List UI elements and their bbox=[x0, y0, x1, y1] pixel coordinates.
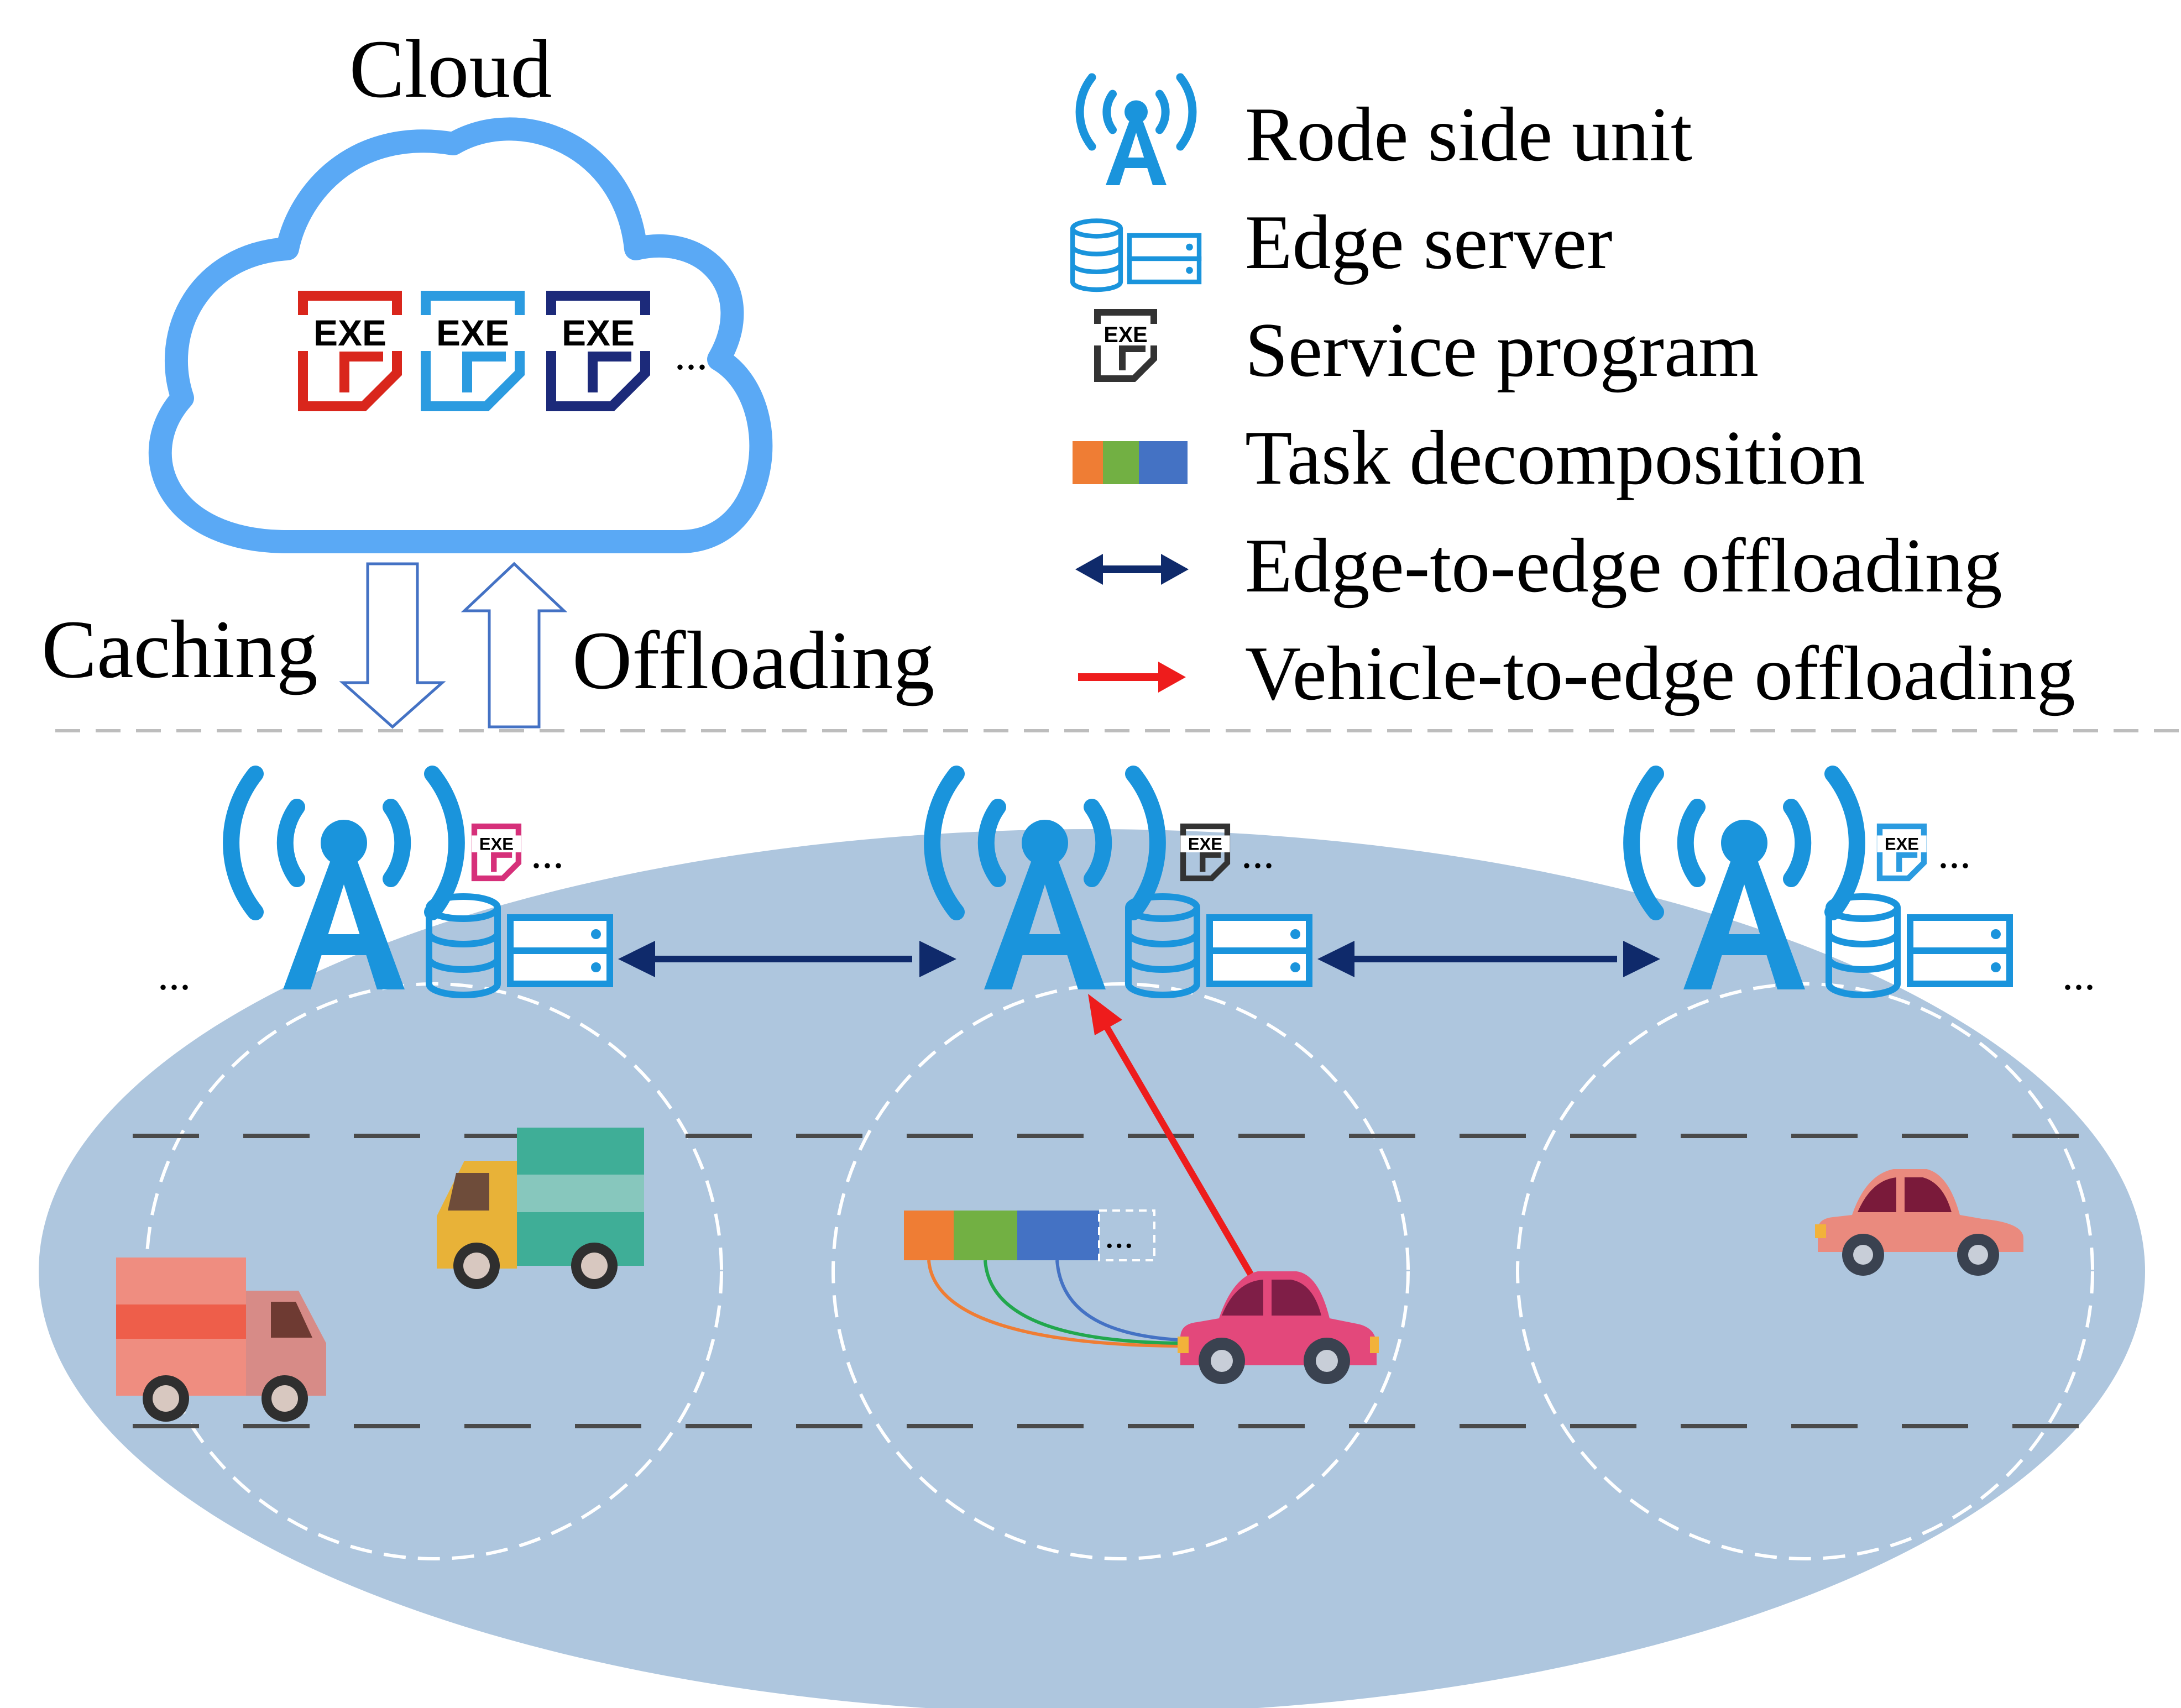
task-decomposition-icon bbox=[1073, 441, 1188, 484]
car-pink bbox=[1178, 1271, 1379, 1384]
edge-to-edge-arrow-right bbox=[1317, 941, 1660, 977]
service-program-icon: EXE bbox=[471, 823, 522, 882]
legend-label: Task decomposition bbox=[1245, 415, 1865, 501]
exe-label: EXE bbox=[1188, 834, 1222, 853]
caching-arrow bbox=[339, 562, 446, 729]
edge-to-edge-arrow-left bbox=[618, 941, 956, 977]
double-arrow-icon bbox=[1075, 554, 1189, 585]
exe-label: EXE bbox=[479, 834, 514, 853]
service-program-icon: EXE bbox=[1094, 308, 1158, 383]
legend: Rode side unit Edge server EXE Service p… bbox=[1073, 77, 2075, 716]
exe-label: EXE bbox=[313, 312, 386, 353]
legend-label: Vehicle-to-edge offloading bbox=[1245, 631, 2075, 716]
caching-label: Caching bbox=[41, 604, 318, 695]
truck-pink bbox=[116, 1258, 326, 1422]
rsu-tower-icon bbox=[1080, 77, 1193, 185]
cloud-group: Cloud EXE EXE EXE ... bbox=[148, 23, 773, 553]
coverage-circle-middle bbox=[831, 982, 1410, 1560]
service-program-icon: EXE bbox=[1180, 823, 1231, 882]
legend-label: Edge server bbox=[1245, 200, 1613, 285]
cloud-label: Cloud bbox=[349, 23, 552, 115]
program-ellipsis: ... bbox=[1938, 829, 1971, 878]
task-decomposition: ... bbox=[904, 1209, 1189, 1348]
offloading-label: Offloading bbox=[572, 615, 934, 706]
program-ellipsis: ... bbox=[1241, 829, 1274, 878]
row-ellipsis-left: ... bbox=[158, 951, 191, 999]
legend-service-program-item: EXE Service program bbox=[1094, 307, 1759, 393]
task-ellipsis: ... bbox=[1105, 1214, 1134, 1256]
exe-label: EXE bbox=[562, 312, 635, 353]
truck-yellow-green bbox=[437, 1128, 644, 1289]
cloud-program-navy: EXE bbox=[546, 291, 651, 411]
edge-server-icon bbox=[1073, 221, 1199, 290]
cloud-links: Caching Offloading bbox=[41, 562, 934, 729]
row-ellipsis-right: ... bbox=[2062, 951, 2095, 999]
car-salmon bbox=[1815, 1169, 2023, 1276]
legend-rsu-item: Rode side unit bbox=[1080, 77, 1692, 185]
vehicle-to-edge-arrow bbox=[1088, 994, 1254, 1276]
legend-edge-server-item: Edge server bbox=[1073, 200, 1613, 290]
exe-file-icon bbox=[298, 291, 402, 411]
red-arrow-icon bbox=[1078, 662, 1186, 693]
cloud-program-lightblue: EXE bbox=[420, 291, 525, 411]
cloud-ellipsis: ... bbox=[674, 331, 708, 379]
program-ellipsis: ... bbox=[531, 829, 564, 878]
exe-label: EXE bbox=[1885, 834, 1919, 853]
legend-label: Edge-to-edge offloading bbox=[1245, 523, 2002, 609]
cloud-program-red: EXE bbox=[297, 291, 402, 411]
exe-file-icon bbox=[421, 291, 525, 411]
legend-vehicle-to-edge-item: Vehicle-to-edge offloading bbox=[1078, 631, 2075, 716]
svg-text:EXE: EXE bbox=[1103, 323, 1147, 347]
edge-node-left: EXE ... bbox=[231, 774, 610, 995]
offloading-arrow bbox=[461, 562, 568, 729]
legend-edge-to-edge-item: Edge-to-edge offloading bbox=[1075, 523, 2002, 609]
exe-label: EXE bbox=[436, 312, 509, 353]
legend-task-decomposition-item: Task decomposition bbox=[1073, 415, 1865, 501]
legend-label: Service program bbox=[1245, 307, 1759, 393]
legend-label: Rode side unit bbox=[1245, 92, 1692, 177]
coverage-circle-right bbox=[1516, 982, 2094, 1560]
exe-file-icon bbox=[546, 291, 650, 411]
edge-node-middle: EXE ... bbox=[932, 774, 1309, 995]
edge-node-right: EXE ... bbox=[1631, 774, 2010, 995]
service-program-icon: EXE bbox=[1876, 823, 1927, 882]
